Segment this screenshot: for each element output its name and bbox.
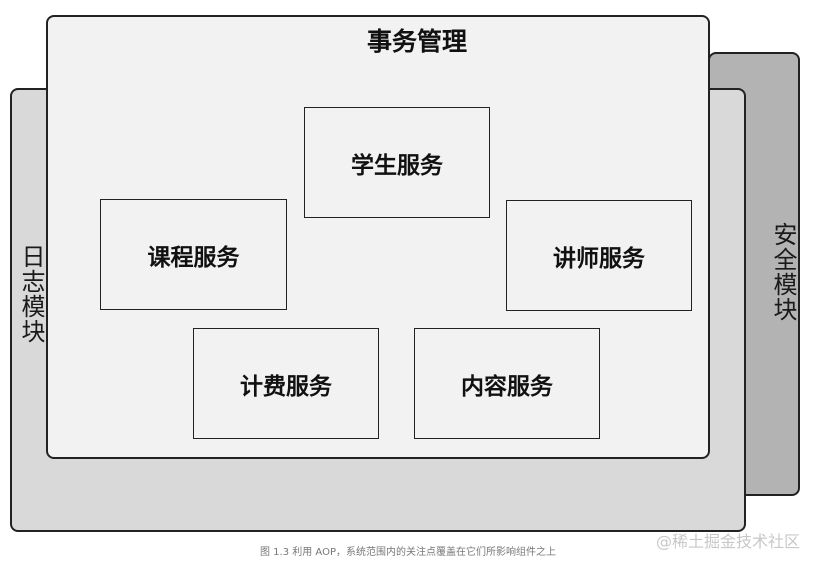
- course-service-box: 课程服务: [100, 199, 287, 310]
- student-service-label: 学生服务: [351, 151, 443, 179]
- figure-caption: 图 1.3 利用 AOP，系统范围内的关注点覆盖在它们所影响组件之上: [259, 547, 556, 558]
- watermark: @稀土掘金技术社区: [655, 532, 800, 551]
- content-service-label: 内容服务: [461, 372, 553, 400]
- security-module-label: 安全模块: [769, 222, 797, 322]
- content-service-box: 内容服务: [414, 328, 600, 439]
- billing-service-label: 计费服务: [240, 372, 332, 400]
- lecturer-service-label: 讲师服务: [553, 244, 645, 272]
- log-module-label: 日志模块: [17, 244, 45, 344]
- course-service-label: 课程服务: [147, 243, 240, 271]
- student-service-box: 学生服务: [304, 107, 490, 218]
- lecturer-service-box: 讲师服务: [506, 200, 692, 311]
- affairs-management-title: 事务管理: [366, 27, 467, 56]
- billing-service-box: 计费服务: [193, 328, 379, 439]
